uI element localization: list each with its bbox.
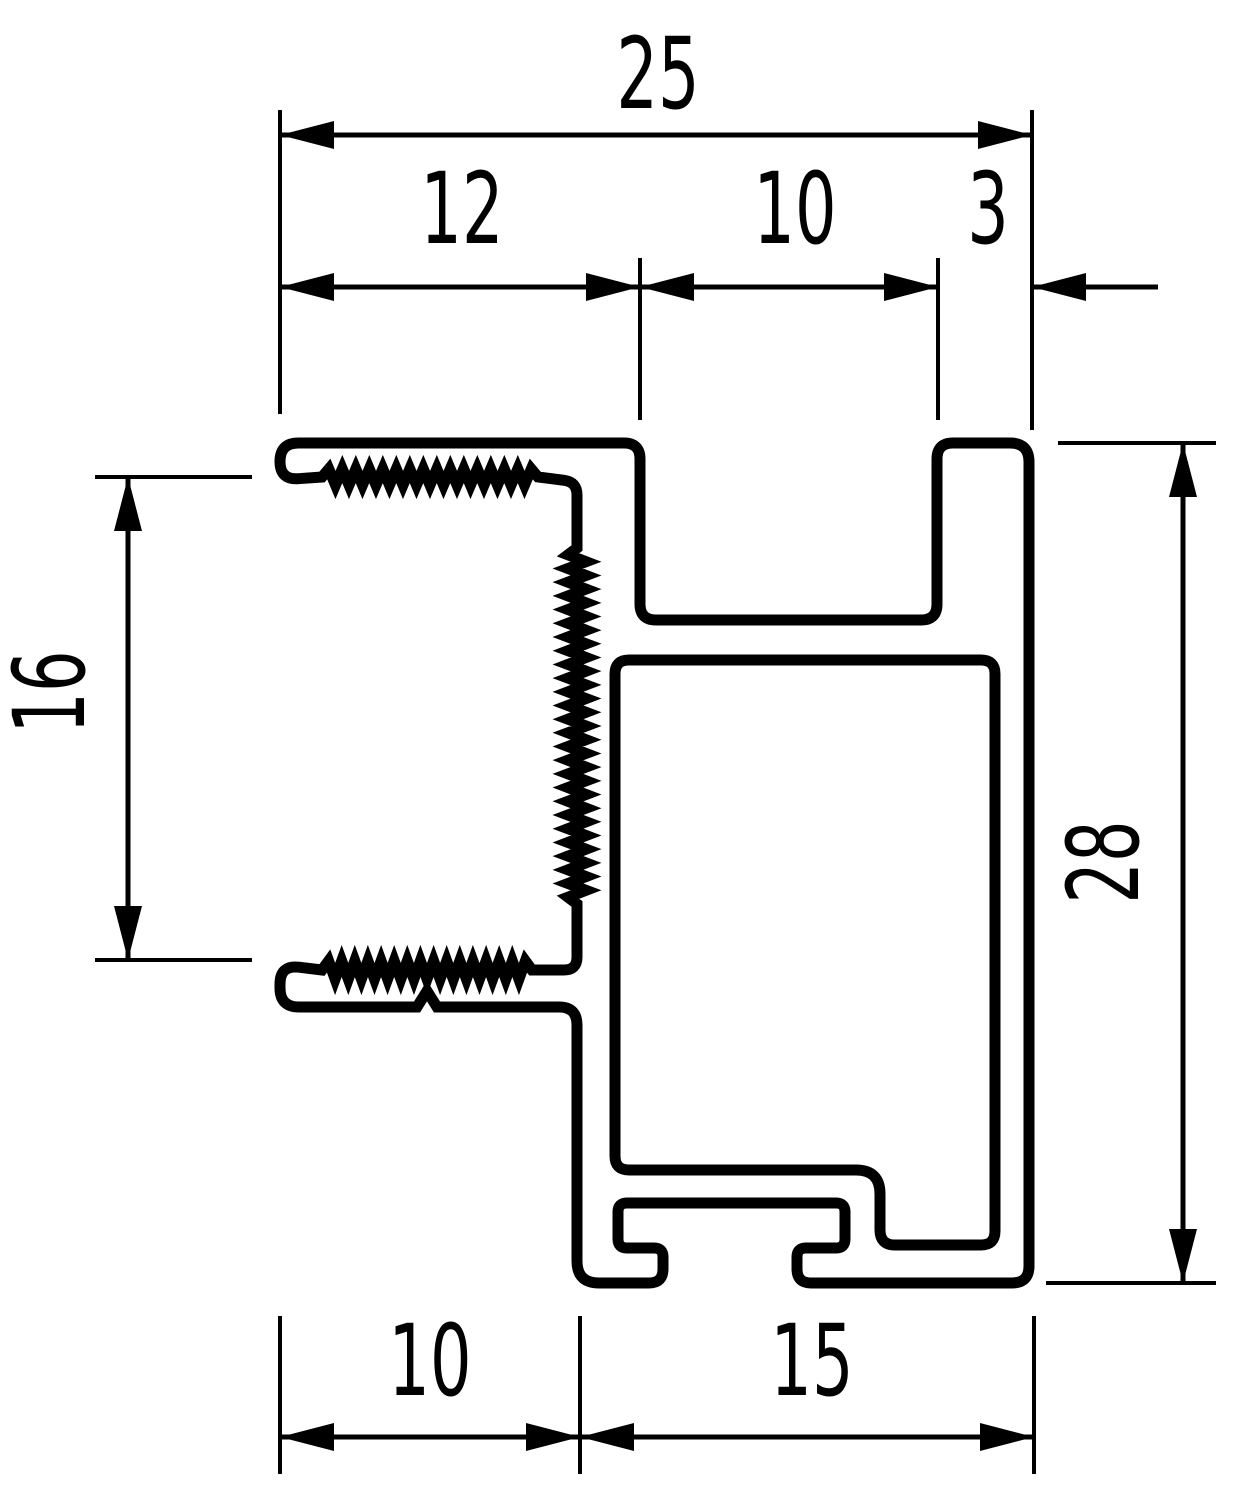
- arrowhead-15b-right: [980, 1423, 1034, 1451]
- dim-label-10-bottom: 10: [388, 1303, 471, 1419]
- dim-label-25: 25: [616, 16, 699, 132]
- dim-label-12: 12: [420, 151, 503, 267]
- arrowhead-3-outside: [1032, 273, 1086, 301]
- dim-label-16: 16: [0, 650, 108, 733]
- arrowhead-16-top: [114, 477, 142, 531]
- dim-label-28: 28: [1046, 820, 1162, 903]
- profile-outline-group: [274, 437, 1035, 1289]
- dim-label-15: 15: [770, 1303, 853, 1419]
- arrowhead-10b-left: [280, 1423, 334, 1451]
- profile-inner-cavity-outline: [609, 654, 1001, 1251]
- arrowhead-25-left: [280, 121, 334, 149]
- arrowhead-10-right: [884, 273, 938, 301]
- arrowhead-28-top: [1169, 443, 1197, 497]
- arrowhead-16-bottom: [114, 906, 142, 960]
- profile-outer-outline: [274, 437, 1035, 1289]
- arrowhead-15b-left: [580, 1423, 634, 1451]
- arrowhead-10-left: [640, 273, 694, 301]
- dimension-labels-group: 25 12 10 3 16 28 10 15: [0, 16, 1162, 1419]
- arrowhead-10b-right: [526, 1423, 580, 1451]
- arrowhead-28-bottom: [1169, 1229, 1197, 1283]
- dimension-lines-group: [125, 132, 1186, 1440]
- arrowheads-group: [114, 121, 1197, 1451]
- arrowhead-25-right: [978, 121, 1032, 149]
- dim-label-3: 3: [967, 151, 1009, 267]
- dim-label-10-top: 10: [753, 151, 836, 267]
- arrowhead-12-left: [280, 273, 334, 301]
- arrowhead-12-right: [586, 273, 640, 301]
